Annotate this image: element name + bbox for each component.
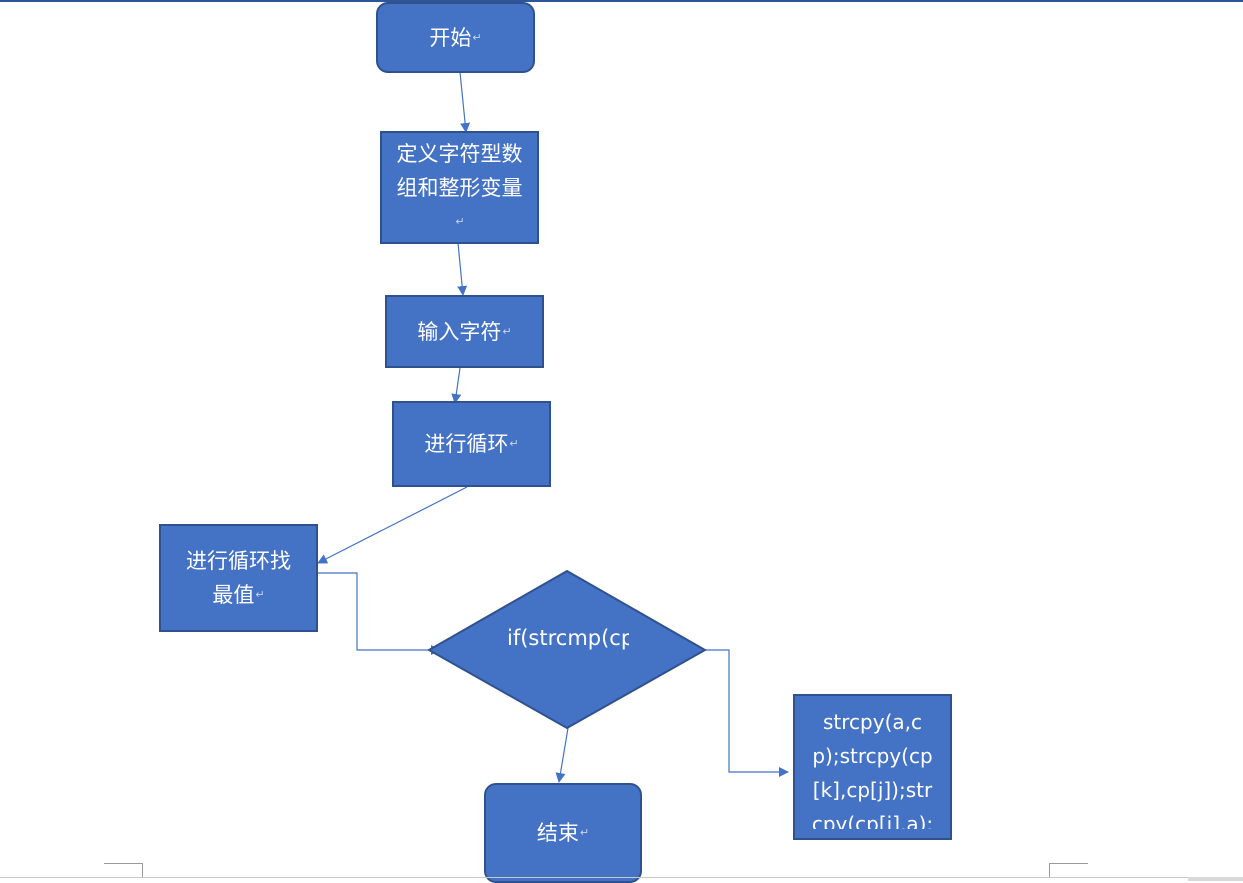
arrow-loop-to-findmax <box>317 486 468 564</box>
page-bottom-border <box>0 877 1243 878</box>
paragraph-mark: ↵ <box>579 826 590 839</box>
start-label: 开始 <box>429 25 472 50</box>
end-label: 结束 <box>536 821 579 845</box>
paragraph-mark: ↵ <box>472 30 482 44</box>
crop-mark-right <box>1049 863 1088 877</box>
arrow-input-to-loop <box>451 367 462 404</box>
input-chars-node[interactable]: 输入字符↵ <box>385 295 544 368</box>
start-node[interactable]: 开始↵ <box>376 2 535 73</box>
define-variables-node[interactable]: 定义字符型数组和整形变量 ↵ <box>380 131 539 244</box>
arrow-condition-to-swap <box>705 649 789 777</box>
input-chars-label: 输入字符 <box>417 319 502 344</box>
condition-diamond <box>426 569 708 730</box>
scrollbar-stub[interactable] <box>1188 877 1243 881</box>
paragraph-mark: ↵ <box>509 437 519 450</box>
swap-code-text: strcpy(a,cp);strcpy(cp[k],cp[j]);strcpy(… <box>810 705 935 829</box>
loop-node[interactable]: 进行循环↵ <box>392 401 551 487</box>
arrow-define-to-input <box>457 242 468 296</box>
paragraph-mark: ↵ <box>455 214 465 228</box>
condition-label: if(strcmp(cp[k],cp[j]) <box>507 626 629 650</box>
paragraph-mark: ↵ <box>255 588 265 601</box>
condition-text[interactable]: if(strcmp(cp[k],cp[j]) <box>507 621 629 689</box>
arrow-condition-to-end <box>555 727 569 783</box>
arrow-findmax-to-condition <box>318 572 441 655</box>
end-node[interactable]: 结束↵ <box>484 783 642 883</box>
page-top-border <box>0 0 1243 2</box>
loop-label: 进行循环 <box>424 432 509 456</box>
find-max-node[interactable]: 进行循环找最值↵ <box>159 524 318 632</box>
find-max-label: 进行循环找最值 <box>186 549 291 607</box>
swap-code-label: strcpy(a,cp);strcpy(cp[k],cp[j]);strcpy(… <box>811 710 934 829</box>
arrow-start-to-define <box>459 71 471 133</box>
crop-mark-left <box>104 863 143 877</box>
swap-code-node[interactable]: strcpy(a,cp);strcpy(cp[k],cp[j]);strcpy(… <box>793 694 952 840</box>
paragraph-mark: ↵ <box>502 324 512 338</box>
define-variables-label: 定义字符型数组和整形变量 <box>396 141 523 200</box>
